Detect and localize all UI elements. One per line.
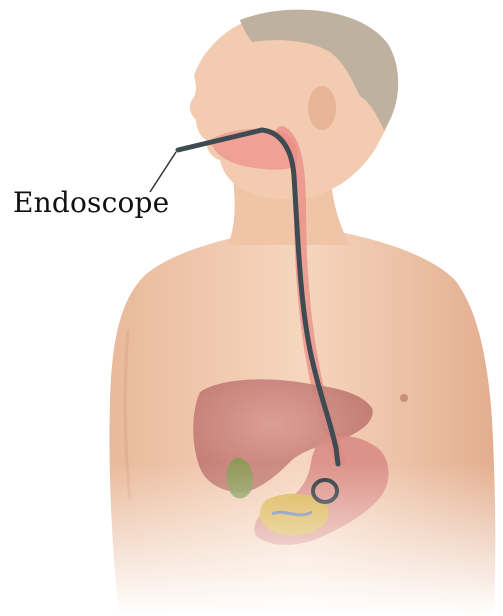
endoscope-label: Endoscope bbox=[13, 186, 169, 219]
